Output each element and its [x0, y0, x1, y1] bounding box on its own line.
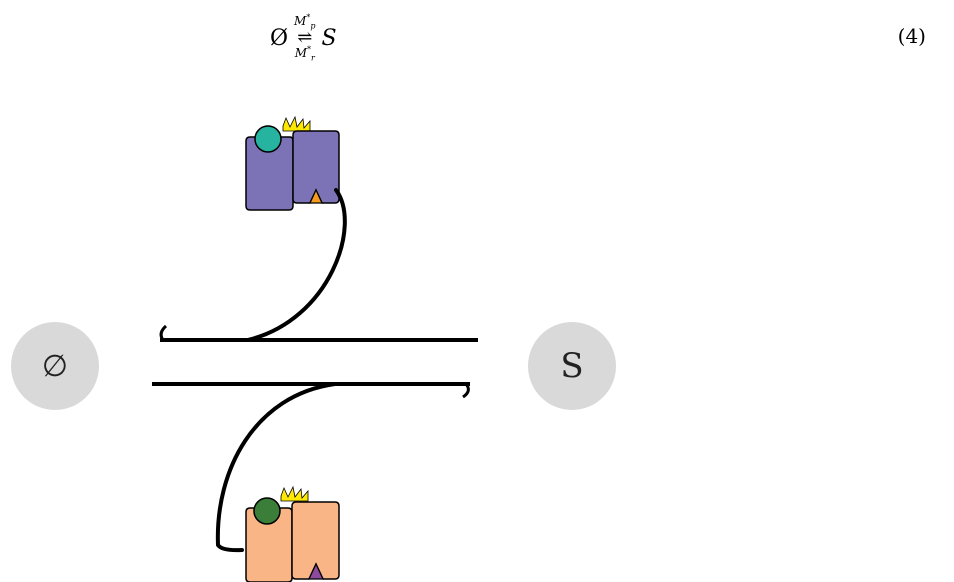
spark-icon — [280, 485, 309, 502]
equation-number: (4) — [897, 24, 926, 48]
reverse-enzyme-icon — [245, 485, 340, 582]
forward-arrowhead — [462, 383, 470, 399]
reverse-active-site — [308, 562, 324, 580]
reverse-catalysis-curve — [215, 382, 337, 553]
forward-active-site — [309, 188, 323, 204]
spark-icon — [282, 115, 311, 132]
forward-enzyme-icon — [245, 115, 340, 211]
empty-set-node: ∅ — [11, 322, 99, 410]
s-node: S — [528, 322, 616, 410]
equation-left: Ø — [270, 25, 289, 51]
reverse-ligand — [253, 497, 281, 525]
equilibrium-arrow: ⇌ — [297, 27, 313, 48]
reverse-rate-label: M*r — [294, 45, 315, 63]
equation-arrow: M*p ⇌ M*r — [294, 12, 315, 65]
forward-rate-label: M*p — [294, 12, 316, 30]
reverse-arrowhead — [159, 324, 168, 341]
equation-right: S — [321, 25, 337, 51]
forward-ligand — [254, 125, 282, 153]
forward-catalysis-curve — [246, 188, 347, 342]
reaction-equation: Ø M*p ⇌ M*r S — [270, 8, 337, 68]
